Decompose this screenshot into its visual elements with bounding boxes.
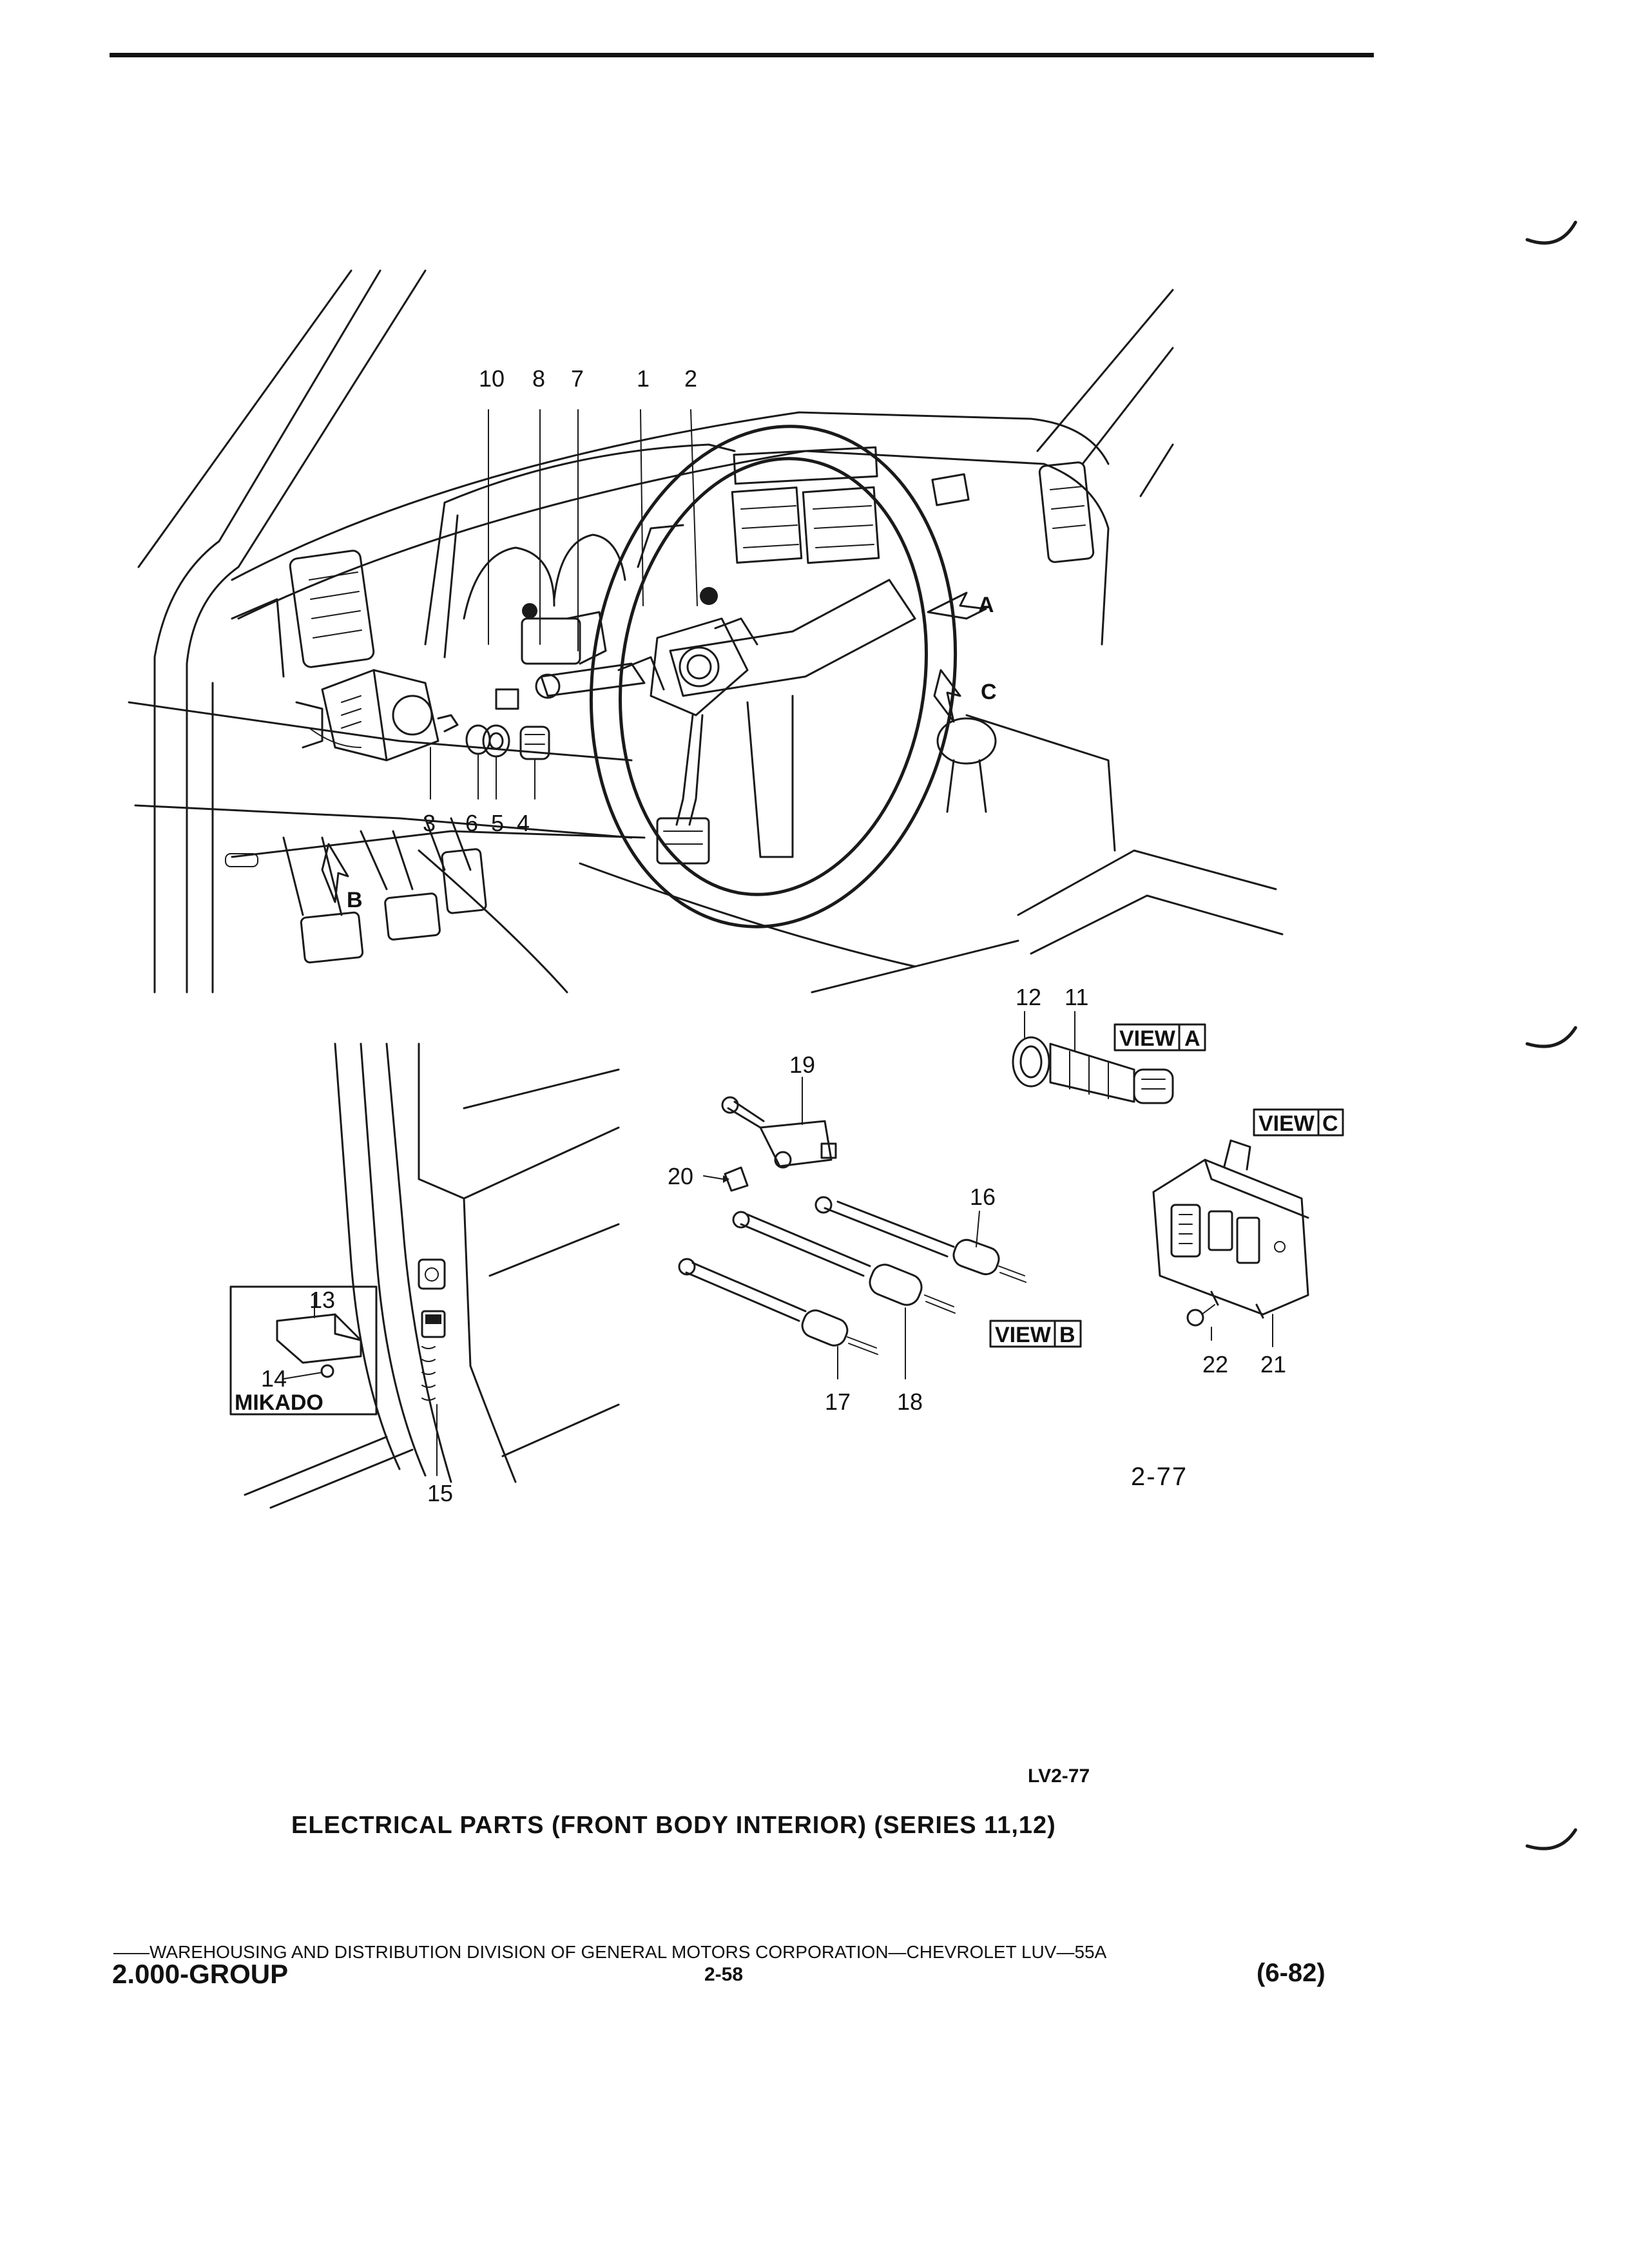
- view-box-a-word: VIEW: [1119, 1026, 1176, 1051]
- callout-14: 14: [261, 1365, 287, 1392]
- callout-18: 18: [897, 1389, 923, 1415]
- footer-date: (6-82): [1257, 1959, 1325, 1987]
- door-pillar-illustration: 15: [244, 1043, 620, 1509]
- callout-2: 2: [684, 365, 697, 392]
- view-box-b-letter: B: [1059, 1323, 1075, 1347]
- page-title: ELECTRICAL PARTS (FRONT BODY INTERIOR) (…: [291, 1812, 1056, 1839]
- binder-mark-1: [1525, 220, 1577, 245]
- callout-4: 4: [517, 810, 530, 836]
- view-box-b: VIEW B: [989, 1320, 1082, 1348]
- view-box-a-letter: A: [1184, 1026, 1200, 1051]
- mikado-label: MIKADO: [235, 1390, 323, 1415]
- callout-10: 10: [479, 365, 505, 392]
- callout-5: 5: [491, 810, 504, 836]
- callout-11: 11: [1065, 984, 1088, 1010]
- view-marker-a: A: [978, 593, 994, 617]
- figure-code: LV2-77: [1028, 1765, 1090, 1787]
- mikado-inset-frame: [229, 1285, 378, 1416]
- view-box-c-word: VIEW: [1258, 1111, 1315, 1136]
- callout-1: 1: [637, 365, 650, 392]
- view-marker-c: C: [981, 680, 997, 704]
- dashboard-illustration: 10 8 7 1 2 3 6 5 4 A C B: [128, 269, 1284, 994]
- callout-22: 22: [1202, 1351, 1228, 1378]
- callout-16: 16: [970, 1184, 996, 1210]
- callout-13: 13: [309, 1287, 335, 1313]
- callout-6: 6: [465, 810, 478, 836]
- binder-mark-2: [1525, 1026, 1577, 1048]
- callout-20: 20: [668, 1163, 693, 1189]
- callout-15: 15: [427, 1480, 453, 1506]
- mikado-inset: 13 14 MIKADO: [229, 1285, 378, 1416]
- callout-12: 12: [1016, 984, 1041, 1010]
- view-box-c: VIEW C: [1253, 1108, 1344, 1137]
- footer-group: 2.000-GROUP: [112, 1959, 289, 1989]
- footer-publisher-line: ——WAREHOUSING AND DISTRIBUTION DIVISION …: [113, 1942, 1107, 1962]
- callout-8: 8: [532, 365, 545, 392]
- view-box-b-word: VIEW: [995, 1323, 1052, 1347]
- view-marker-b: B: [347, 888, 363, 912]
- view-box-c-letter: C: [1322, 1111, 1338, 1136]
- callout-7: 7: [571, 365, 584, 392]
- callout-17: 17: [825, 1389, 851, 1415]
- figure-number: 2-77: [1131, 1463, 1188, 1491]
- footer-page-number: 2-58: [704, 1964, 744, 1985]
- header-rule: [110, 53, 1374, 57]
- callout-19: 19: [789, 1052, 815, 1078]
- callout-3: 3: [423, 810, 436, 836]
- callout-21: 21: [1260, 1351, 1286, 1378]
- view-a-cigar-lighter: 12 11: [1012, 984, 1174, 1104]
- door-switch-parts: 19 20 16 18 17: [668, 1052, 1027, 1415]
- binder-mark-3: [1525, 1828, 1577, 1850]
- view-c-relay-unit: 22 21: [1152, 1139, 1309, 1378]
- view-box-a: VIEW A: [1113, 1023, 1206, 1052]
